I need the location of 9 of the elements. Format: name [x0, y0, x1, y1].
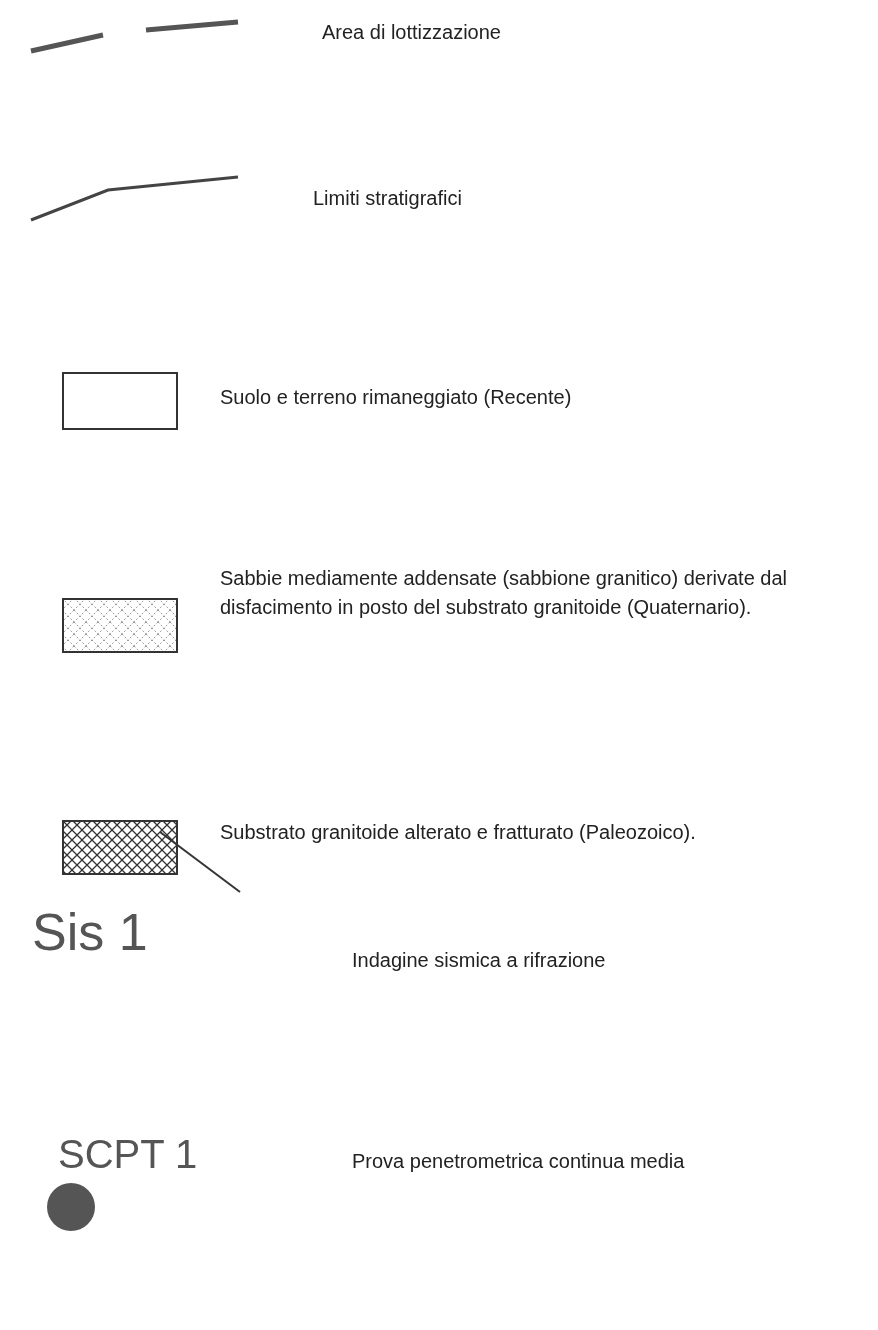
symbol-label: SCPT 1: [58, 1132, 198, 1177]
symbol-label: Sis 1: [32, 902, 148, 962]
legend-text: Area di lottizzazione: [322, 20, 502, 45]
legend-text: Limiti stratigrafici: [313, 186, 463, 211]
legend-text: Substrato granitoide alterato e fratturato (Paleozoico).: [220, 820, 697, 845]
legend-text: Indagine sismica a rifrazione: [352, 948, 607, 973]
legend-text: Sabbie mediamente addensate (sabbione granitico) derivate dal disfacimento in posto del substrato granitoide (Quaternario).: [220, 566, 789, 620]
legend-text: Prova penetrometrica continua media: [352, 1149, 686, 1174]
legend-text: Suolo e terreno rimaneggiato (Recente): [220, 385, 573, 410]
